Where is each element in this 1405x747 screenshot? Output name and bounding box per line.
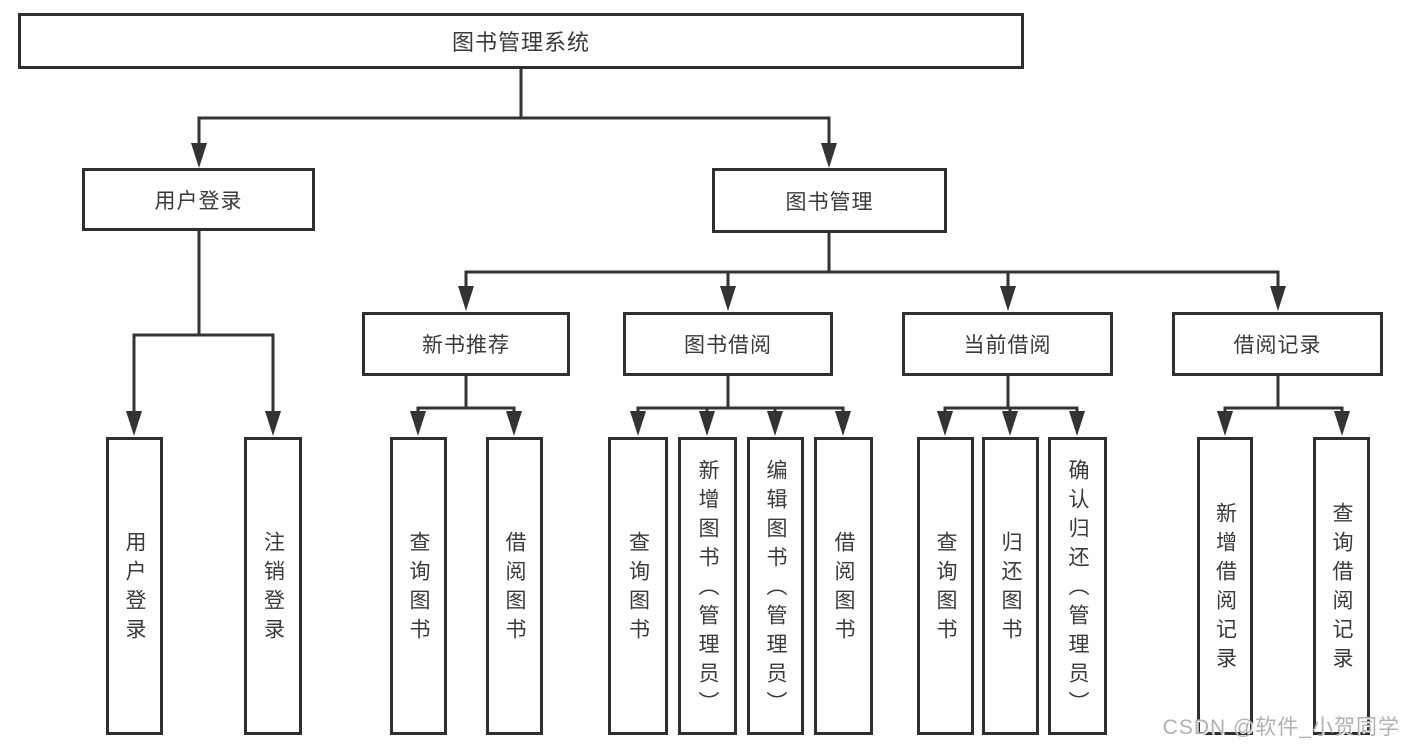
arrow-down-icon bbox=[937, 411, 953, 436]
node-current-borrowing: 当前借阅 bbox=[902, 312, 1113, 376]
arrow-down-icon bbox=[767, 411, 783, 436]
connector-line bbox=[416, 375, 516, 415]
leaf-user-login: 用户登录 bbox=[106, 437, 163, 735]
arrow-down-icon bbox=[720, 286, 736, 311]
leaf-return-books: 归还图书 bbox=[982, 437, 1039, 735]
leaf-borrow-books-recommend: 借阅图书 bbox=[486, 437, 543, 735]
leaf-query-books-current: 查询图书 bbox=[917, 437, 974, 735]
leaf-borrow-books: 借阅图书 bbox=[814, 437, 873, 735]
arrow-down-icon bbox=[126, 411, 142, 436]
node-user-login: 用户登录 bbox=[82, 168, 315, 231]
connector-line bbox=[464, 231, 1280, 290]
arrow-down-icon bbox=[265, 411, 281, 436]
connector-line bbox=[943, 375, 1079, 415]
connector-line bbox=[1223, 375, 1344, 415]
arrow-down-icon bbox=[458, 286, 474, 311]
leaf-query-books-borrowing: 查询图书 bbox=[608, 437, 668, 735]
arrow-down-icon bbox=[1334, 411, 1350, 436]
arrow-down-icon bbox=[821, 143, 837, 168]
connector-line bbox=[197, 68, 831, 146]
node-new-book-recommend: 新书推荐 bbox=[362, 312, 570, 376]
leaf-edit-books-admin: 编辑图书（管理员） bbox=[747, 437, 804, 735]
arrow-down-icon bbox=[835, 411, 851, 436]
leaf-query-borrow-record: 查询借阅记录 bbox=[1313, 437, 1370, 735]
node-library-management-system: 图书管理系统 bbox=[18, 13, 1024, 69]
arrow-down-icon bbox=[630, 411, 646, 436]
arrow-down-icon bbox=[1217, 411, 1233, 436]
csdn-watermark: CSDN @软件_小贺同学 bbox=[1162, 716, 1400, 739]
arrow-down-icon bbox=[699, 411, 715, 436]
arrow-down-icon bbox=[1002, 411, 1018, 436]
node-book-management: 图书管理 bbox=[712, 168, 947, 233]
leaf-confirm-return-admin: 确认归还（管理员） bbox=[1048, 437, 1107, 735]
connector-line bbox=[636, 375, 845, 415]
arrow-down-icon bbox=[1000, 286, 1016, 311]
leaf-add-borrow-record: 新增借阅记录 bbox=[1197, 437, 1253, 735]
connector-line bbox=[132, 230, 275, 415]
arrow-down-icon bbox=[191, 143, 207, 168]
leaf-query-books-recommend: 查询图书 bbox=[390, 437, 447, 735]
arrow-down-icon bbox=[410, 411, 426, 436]
node-borrowing-records: 借阅记录 bbox=[1172, 312, 1383, 376]
leaf-logout: 注销登录 bbox=[244, 437, 302, 735]
arrow-down-icon bbox=[1069, 411, 1085, 436]
node-book-borrowing: 图书借阅 bbox=[623, 312, 833, 376]
arrow-down-icon bbox=[1270, 286, 1286, 311]
leaf-add-books-admin: 新增图书（管理员） bbox=[678, 437, 737, 735]
arrow-down-icon bbox=[506, 411, 522, 436]
